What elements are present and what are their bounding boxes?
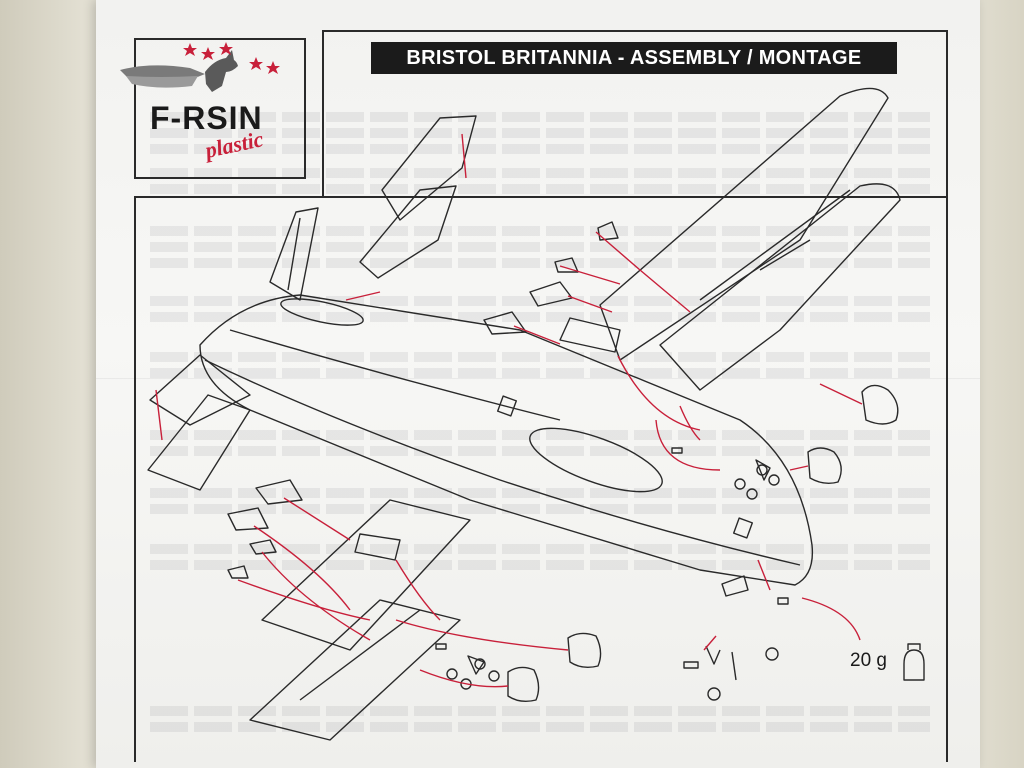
faded-text-line [150,226,930,236]
right-stabilizer [381,115,477,221]
wheel [734,478,746,490]
propeller-spinner [861,384,899,425]
engine-nacelle [529,281,573,307]
wheel [488,670,500,682]
title-frame [322,30,948,198]
faded-text-line [150,352,930,362]
page-title: BRISTOL BRITANNIA - ASSEMBLY / MONTAGE [371,42,897,74]
left-stabilizer-lower [147,394,251,491]
instruction-sheet [96,0,980,768]
wheel [768,474,780,486]
paper-fold [96,378,980,380]
faded-text-line [150,446,930,456]
diagram-frame [134,196,948,762]
fuselage [199,294,814,586]
faded-text-line [150,128,930,138]
brand-logo-text: F-RSIN [150,100,263,136]
propeller-spinner [807,447,842,485]
left-stabilizer [149,354,251,426]
engine-nacelle [483,311,527,335]
faded-text-line [150,258,930,268]
wheel [446,668,458,680]
faded-text-line [150,112,930,122]
left-wing-lower [249,599,461,741]
faded-text-line [150,368,930,378]
vertical-tail [269,207,319,301]
faded-text-line [150,144,930,154]
faded-text-line [150,184,930,194]
faded-text-line [150,544,930,554]
engine-nacelle [227,507,269,531]
landing-gear [731,651,737,681]
propeller-spinner [507,666,540,703]
faded-text-line [150,312,930,322]
wheel [707,687,721,701]
faded-text-line [150,706,930,716]
engine-nacelle [597,221,619,241]
faded-text-line [150,504,930,514]
left-wing [261,499,471,651]
faded-text-line [150,296,930,306]
right-wing-lower [659,183,901,391]
winged-horse-logo-icon [120,50,238,92]
landing-gear [467,655,485,675]
right-wing [599,87,889,361]
landing-gear [755,459,771,481]
propeller-spinner [567,632,602,669]
guide-lines [155,133,863,688]
faded-text-line [150,242,930,252]
logo-panel [134,38,306,179]
faded-text-line [150,722,930,732]
right-stabilizer-2 [359,185,457,279]
wheel [765,647,779,661]
faded-text-line [150,560,930,570]
landing-gear [705,645,721,665]
faded-text-line [150,430,930,440]
engine-nacelle [255,479,303,505]
nose-weight-icon [903,649,925,681]
weight-label: 20 g [850,650,887,671]
faded-text-line [150,168,930,178]
engine-nacelle [227,565,249,579]
stars-icon [183,42,280,74]
wheel [746,488,758,500]
engine-nacelle [249,539,277,555]
